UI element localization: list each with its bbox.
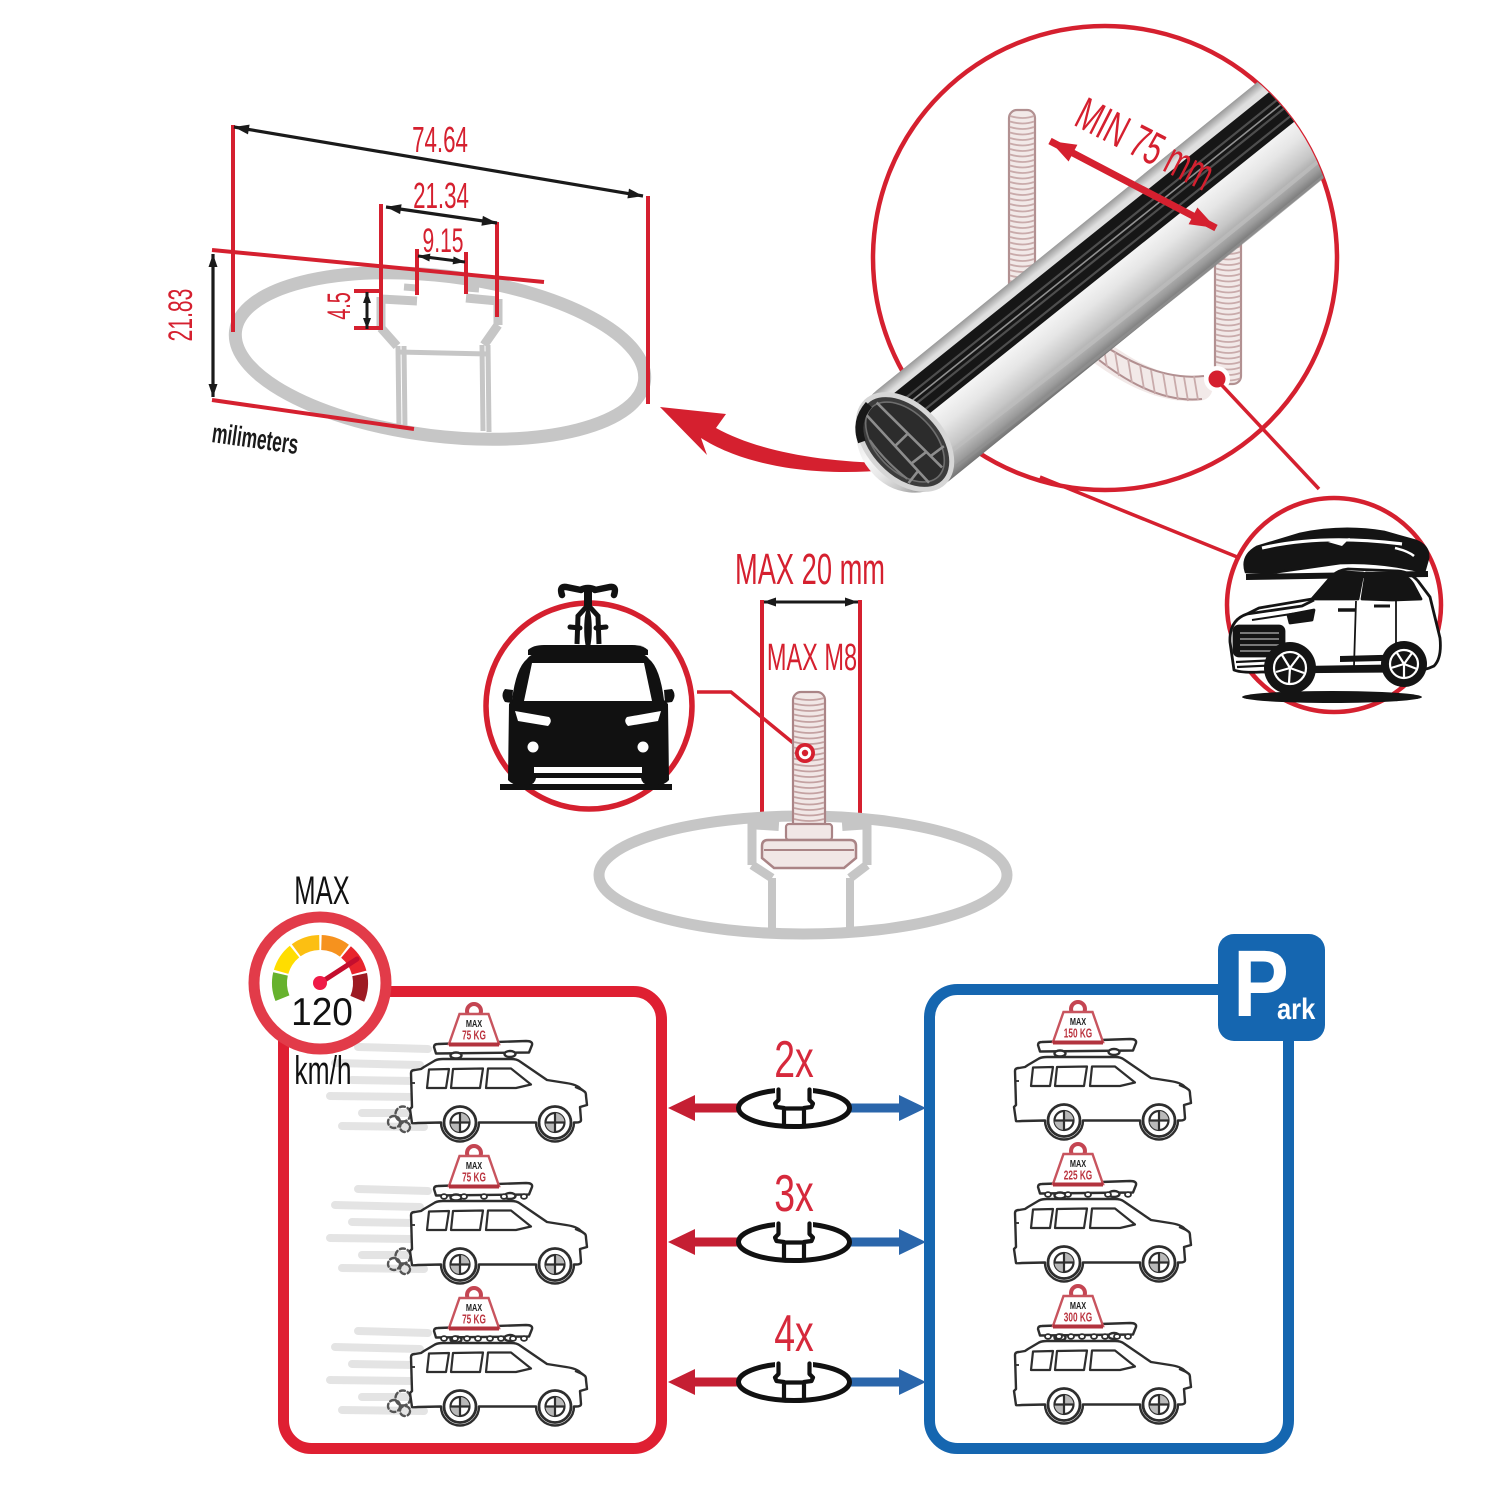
svg-text:MAX: MAX	[1070, 1016, 1086, 1028]
svg-text:MAX: MAX	[466, 1302, 482, 1314]
svg-text:ark: ark	[1277, 992, 1316, 1025]
svg-text:300 KG: 300 KG	[1064, 1311, 1092, 1325]
svg-text:P: P	[1233, 930, 1289, 1036]
svg-text:21.83: 21.83	[161, 289, 199, 342]
svg-text:225 KG: 225 KG	[1064, 1169, 1092, 1183]
svg-text:MAX: MAX	[294, 869, 349, 913]
svg-text:150 KG: 150 KG	[1064, 1027, 1092, 1041]
svg-text:MAX: MAX	[466, 1018, 482, 1030]
svg-text:MAX: MAX	[1070, 1300, 1086, 1312]
svg-text:MAX M8: MAX M8	[767, 635, 857, 678]
svg-text:75 KG: 75 KG	[462, 1171, 486, 1185]
svg-text:2x: 2x	[774, 1030, 814, 1089]
svg-text:120: 120	[291, 991, 353, 1034]
svg-text:4x: 4x	[774, 1304, 814, 1363]
svg-text:km/h: km/h	[294, 1049, 351, 1094]
svg-text:MAX 20 mm: MAX 20 mm	[735, 544, 885, 593]
svg-text:MAX: MAX	[466, 1160, 482, 1172]
svg-text:75 KG: 75 KG	[462, 1029, 486, 1043]
svg-text:3x: 3x	[774, 1164, 814, 1223]
svg-text:74.64: 74.64	[412, 121, 468, 161]
svg-text:4.5: 4.5	[321, 292, 357, 320]
svg-text:75 KG: 75 KG	[462, 1313, 486, 1327]
svg-text:9.15: 9.15	[423, 221, 464, 259]
svg-text:MAX: MAX	[1070, 1158, 1086, 1170]
svg-text:21.34: 21.34	[413, 177, 469, 217]
